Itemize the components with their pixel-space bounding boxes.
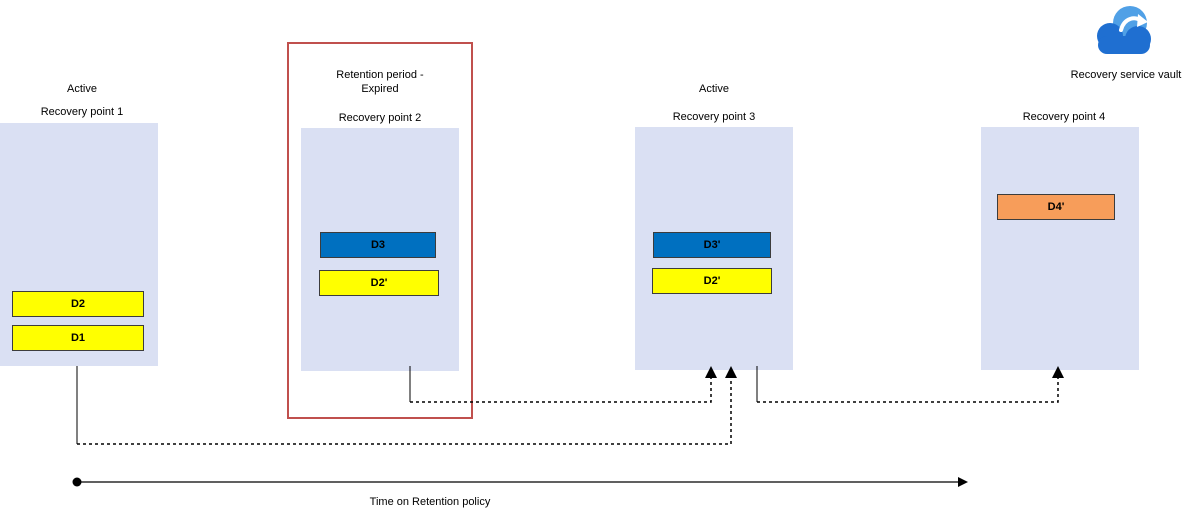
timeline-label: Time on Retention policy <box>369 496 491 508</box>
rp4-title: Recovery point 4 <box>1022 111 1106 123</box>
timeline-arrowhead <box>958 477 968 487</box>
block-d3-prime: D3' <box>653 232 771 258</box>
rp2-title: Recovery point 2 <box>338 112 422 124</box>
connector-rp2-to-rp3-dotted <box>410 366 717 403</box>
rp1-status: Active <box>67 83 97 95</box>
rp2-status: Retention period - Expired <box>336 69 424 95</box>
block-d4-prime: D4' <box>997 194 1115 220</box>
vault-label: Recovery service vault <box>1070 69 1182 81</box>
connector-rp3-to-rp4-dotted <box>757 366 1064 403</box>
recovery-point-4-panel <box>981 127 1139 370</box>
rp3-title: Recovery point 3 <box>672 111 756 123</box>
rp3-status: Active <box>699 83 729 95</box>
rp1-title: Recovery point 1 <box>40 106 124 118</box>
block-d2-prime-rp3: D2' <box>652 268 772 294</box>
block-d3: D3 <box>320 232 436 258</box>
recovery-services-vault-icon <box>1097 6 1151 54</box>
block-d2-prime: D2' <box>319 270 439 296</box>
block-d1: D1 <box>12 325 144 351</box>
connector-rp1-to-rp3-dotted <box>77 366 737 445</box>
block-d2: D2 <box>12 291 144 317</box>
expired-retention-frame <box>287 42 473 419</box>
